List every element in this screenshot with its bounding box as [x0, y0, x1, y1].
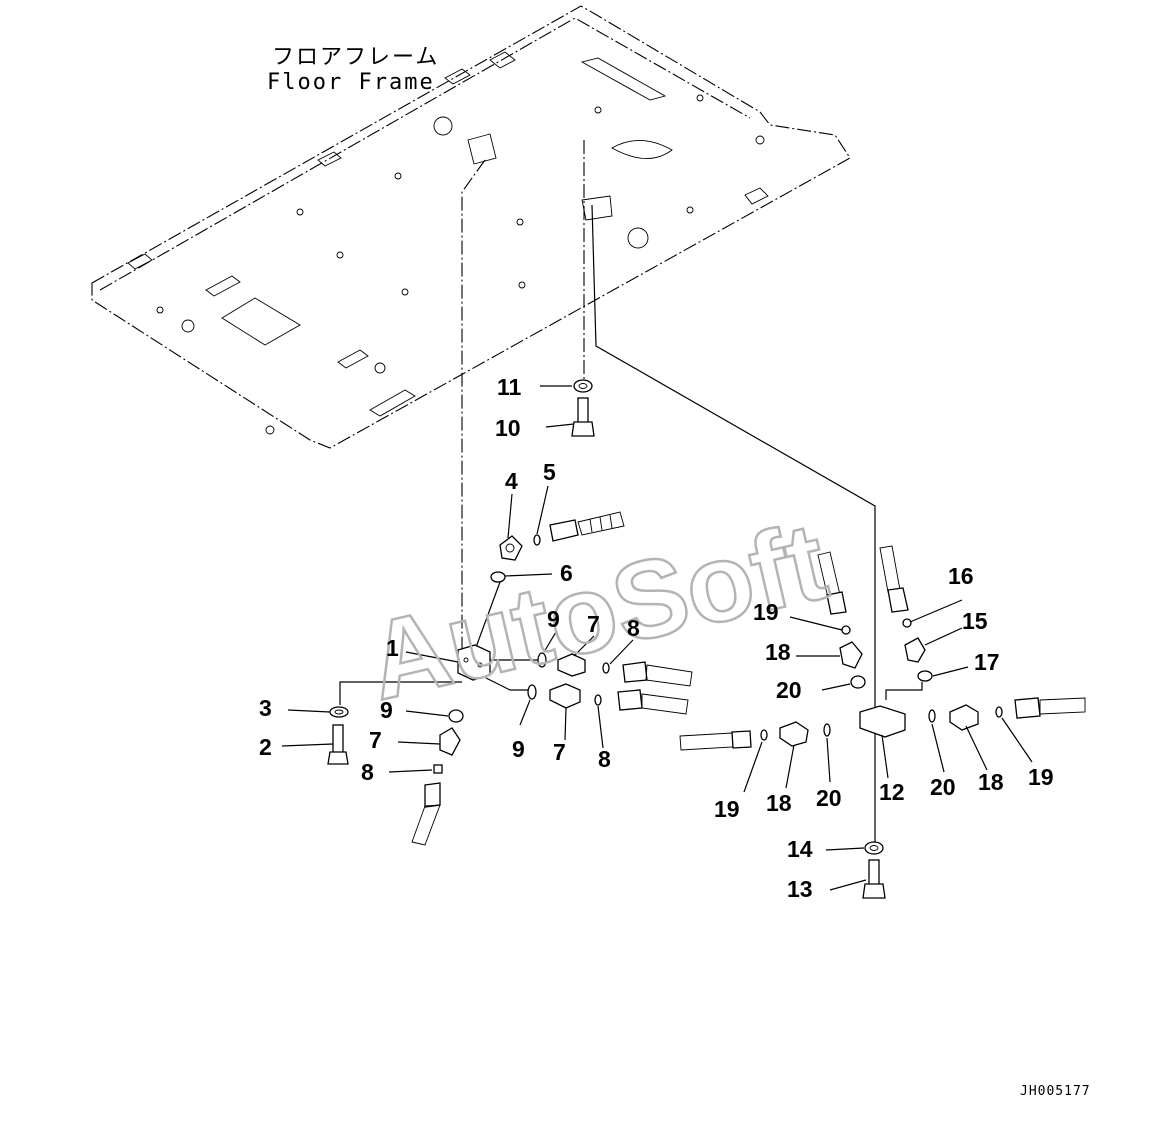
part-hose-middle [617, 661, 693, 715]
callout-18c: 18 [978, 769, 1004, 795]
callout-19c: 19 [1028, 764, 1054, 790]
callout-12: 12 [879, 779, 905, 805]
callout-10: 10 [495, 415, 521, 441]
callout-7c: 7 [369, 727, 382, 753]
part-hoses-right [679, 545, 1086, 751]
part-elbow-4 [499, 535, 523, 561]
part-connector-7b [549, 683, 581, 709]
part-connector-18c [949, 704, 979, 731]
part-elbow-15 [904, 637, 926, 663]
connection-lines [339, 140, 923, 845]
callout-20c: 20 [930, 774, 956, 800]
part-oring-8a [602, 662, 610, 674]
frame-label-english: Floor Frame [267, 70, 435, 95]
callout-4: 4 [505, 468, 518, 494]
part-block-12 [859, 705, 906, 738]
callout-17: 17 [974, 649, 1000, 675]
part-bolt-13 [862, 859, 886, 899]
part-oring-9b [527, 684, 537, 700]
part-oring-9a [537, 652, 547, 668]
callout-7a: 7 [587, 611, 600, 637]
callout-2: 2 [259, 734, 272, 760]
part-elbow-18a [839, 641, 863, 669]
callout-9b: 9 [512, 736, 525, 762]
callout-9c: 9 [380, 697, 393, 723]
part-connector-18b [779, 721, 809, 747]
callout-20b: 20 [816, 785, 842, 811]
drawing-code: JH005177 [1020, 1084, 1091, 1099]
callout-6: 6 [560, 560, 573, 586]
part-connector-7a [557, 653, 586, 677]
part-oring-20b [823, 723, 831, 737]
callout-20a: 20 [776, 677, 802, 703]
part-oring-17 [917, 670, 933, 682]
part-oring-8b [594, 694, 602, 706]
callout-8b: 8 [598, 746, 611, 772]
part-oring-19b [760, 729, 768, 741]
frame-label-japanese: フロアフレーム [272, 45, 439, 70]
callout-13: 13 [787, 876, 813, 902]
callout-19a: 19 [753, 599, 779, 625]
part-oring-9c [448, 709, 464, 723]
part-oring-19a [841, 625, 851, 635]
part-oring-8c [433, 764, 443, 774]
callout-14: 14 [787, 836, 813, 862]
callout-11: 11 [497, 374, 522, 400]
callout-18a: 18 [765, 639, 791, 665]
callout-19b: 19 [714, 796, 740, 822]
part-oring-6 [490, 571, 506, 583]
callout-8c: 8 [361, 759, 374, 785]
part-oring-16 [902, 618, 912, 628]
part-oring-19c [995, 706, 1003, 718]
floor-frame-plate [91, 5, 851, 449]
part-hose-top [549, 511, 625, 542]
part-bolt-2 [327, 724, 349, 765]
callout-5: 5 [543, 459, 556, 485]
callout-1: 1 [386, 635, 399, 661]
part-oring-5 [533, 534, 541, 546]
part-oring-20c [928, 709, 936, 723]
part-washer-14 [864, 841, 884, 855]
leader-lines [281, 385, 1033, 891]
callout-8a: 8 [627, 615, 640, 641]
part-connector-7c [439, 727, 461, 756]
part-hose-left-bottom [411, 782, 441, 846]
callout-16: 16 [948, 563, 974, 589]
part-washer-11 [573, 379, 593, 393]
part-bolt-10 [571, 397, 595, 437]
callout-9a: 9 [547, 606, 560, 632]
callout-numbers: 1 2 3 4 5 6 7 7 7 8 8 8 9 9 9 10 11 12 1… [259, 374, 1054, 902]
callout-7b: 7 [553, 739, 566, 765]
callout-3: 3 [259, 695, 272, 721]
part-washer-3 [329, 706, 349, 718]
callout-15: 15 [962, 608, 988, 634]
part-oring-20a [850, 675, 866, 689]
part-block-1 [457, 644, 491, 681]
callout-18b: 18 [766, 790, 792, 816]
